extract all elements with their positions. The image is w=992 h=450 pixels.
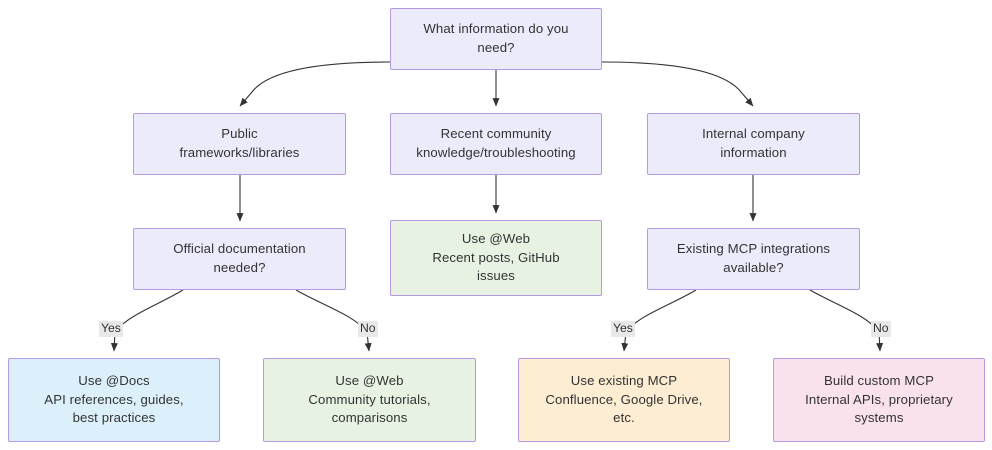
edge-decision-docs-yes [110, 289, 184, 352]
edge-label-docs-no: No [358, 321, 378, 338]
node-decision-existing-mcp[interactable]: Existing MCP integrations available? [647, 228, 860, 290]
node-root-question[interactable]: What information do you need? [390, 8, 602, 70]
node-decision-official-docs-label: Official documentation needed? [173, 241, 306, 275]
edge-root-to-internal [601, 61, 754, 107]
node-internal-company[interactable]: Internal company information [647, 113, 860, 175]
node-recent-community-label: Recent community knowledge/troubleshooti… [416, 126, 576, 160]
node-result-web-community-label: Use @Web Community tutorials, comparison… [308, 372, 431, 426]
node-result-existing-mcp-label: Use existing MCP Confluence, Google Driv… [545, 372, 703, 426]
node-result-use-docs[interactable]: Use @Docs API references, guides, best p… [8, 358, 220, 442]
node-result-existing-mcp[interactable]: Use existing MCP Confluence, Google Driv… [518, 358, 730, 442]
node-result-web-community[interactable]: Use @Web Community tutorials, comparison… [263, 358, 476, 442]
node-public-frameworks[interactable]: Public frameworks/libraries [133, 113, 346, 175]
node-result-build-mcp-label: Build custom MCP Internal APIs, propriet… [805, 372, 953, 426]
edge-root-to-public [239, 61, 391, 107]
node-decision-existing-mcp-label: Existing MCP integrations available? [676, 241, 831, 275]
edge-label-mcp-yes: Yes [611, 321, 635, 338]
node-internal-company-label: Internal company information [702, 126, 805, 160]
edge-label-mcp-no: No [871, 321, 891, 338]
edge-label-docs-yes: Yes [99, 321, 123, 338]
edge-decision-mcp-no [809, 289, 884, 352]
node-root-question-label: What information do you need? [423, 21, 569, 55]
node-result-use-docs-label: Use @Docs API references, guides, best p… [44, 372, 184, 426]
node-recent-community[interactable]: Recent community knowledge/troubleshooti… [390, 113, 602, 175]
node-result-build-mcp[interactable]: Build custom MCP Internal APIs, propriet… [773, 358, 985, 442]
node-result-web-recent-label: Use @Web Recent posts, GitHub issues [432, 230, 560, 284]
node-decision-official-docs[interactable]: Official documentation needed? [133, 228, 346, 290]
node-public-frameworks-label: Public frameworks/libraries [179, 126, 300, 160]
node-result-web-recent[interactable]: Use @Web Recent posts, GitHub issues [390, 220, 602, 296]
